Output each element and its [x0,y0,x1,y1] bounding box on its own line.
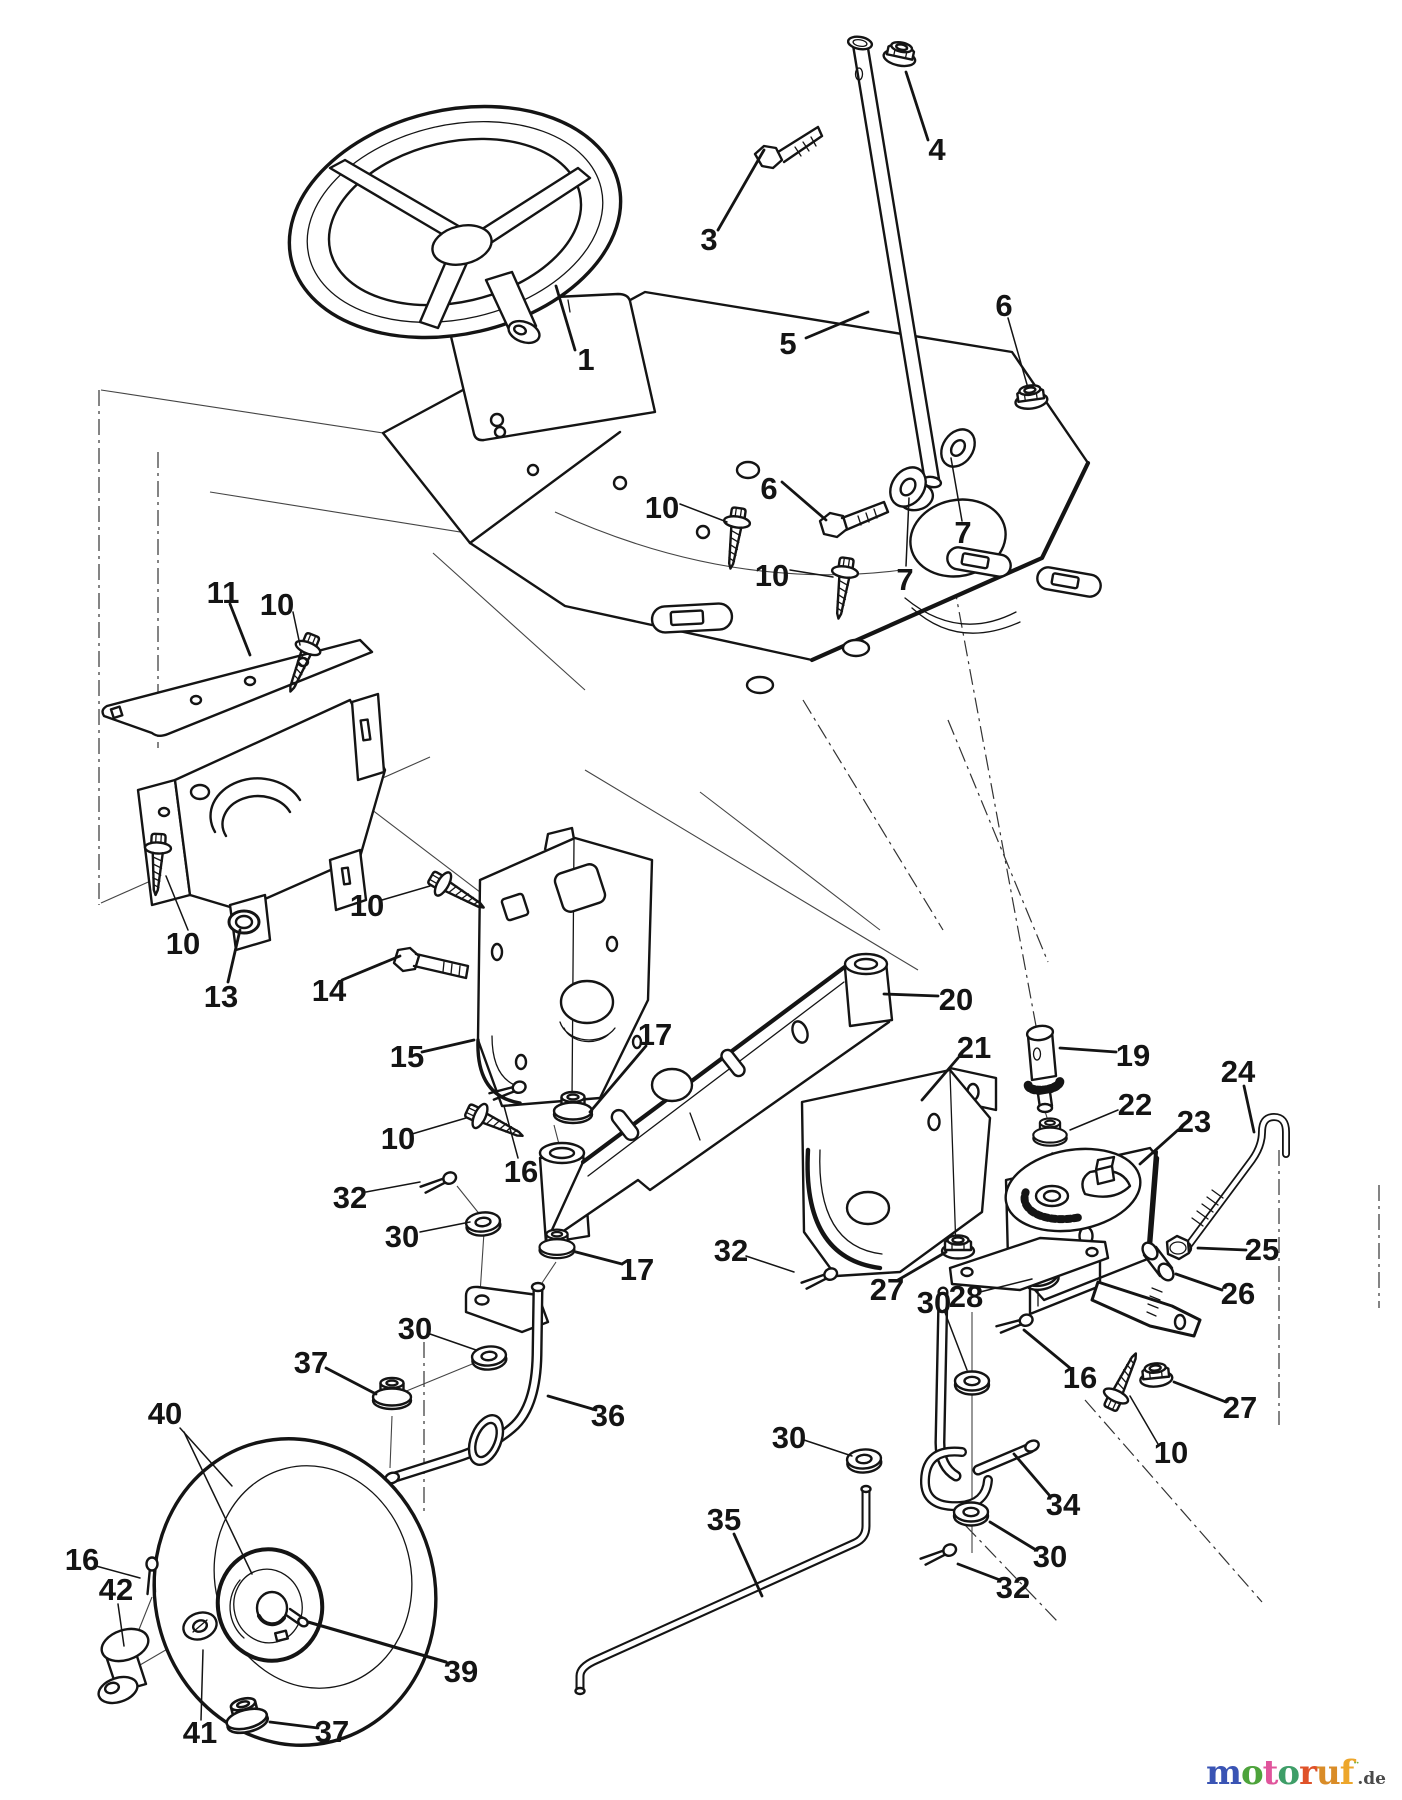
support-bracket-11 [101,638,374,737]
shaft-washer-7-upper [940,428,976,468]
flange-nut-27-b [1137,1360,1175,1390]
washer-30-e [470,1343,509,1373]
steering-pinion-19 [1023,1024,1065,1114]
leader-lines [95,70,1256,1730]
steering-wheel [287,104,623,345]
hub-cap-42 [97,1627,150,1705]
shaft-nut-4 [880,38,920,70]
washer-30-c [953,1370,991,1396]
valve-stem-39 [284,1607,309,1628]
frame-console [381,290,1102,695]
gear-bushing-22 [1032,1117,1068,1147]
support-bracket-15 [476,826,654,1108]
washer-30-d [952,1501,990,1527]
cotter-pin-32-c [918,1541,960,1569]
shaft-bolt-3 [753,125,824,170]
watermark-logo: motoruf¨.de [1206,1756,1386,1790]
shaft-washer-7-lower [889,466,927,508]
cotter-pin-32-a [418,1169,460,1197]
wheel-bushing-37-a [371,1376,413,1411]
watermark-letter: r [1299,1753,1317,1793]
hex-nut-25 [1165,1234,1191,1261]
watermark-letter: f [1339,1753,1355,1793]
axle-washer-41 [182,1611,218,1641]
carriage-bolt-14 [392,946,470,980]
front-wheel-40 [152,1437,438,1747]
watermark-letter: t [1262,1753,1279,1793]
axle-bracket-21 [800,1066,998,1278]
sector-gear-plate-23 [1004,1147,1142,1233]
front-axle-20 [538,952,894,1245]
watermark-letter: o [1240,1753,1264,1793]
watermark-letter: m [1206,1753,1242,1793]
spindle-34 [920,1236,1110,1512]
tie-rod-35 [574,1484,872,1696]
drag-link-24 [1181,1113,1290,1255]
spindle-36 [384,1281,550,1485]
watermark-letter: ¨ [1353,1760,1359,1775]
flange-nut-27-a [940,1234,976,1260]
spacer-26 [1141,1241,1175,1317]
cotter-pin-32-b [799,1265,841,1293]
steering-shaft [846,35,943,489]
watermark-letter: u [1316,1753,1341,1793]
washer-30-a [463,1209,503,1239]
watermark-word: motoruf¨ [1206,1753,1359,1793]
watermark-suffix: .de [1357,1769,1386,1789]
washer-30-b [845,1447,884,1475]
watermark-letter: o [1277,1753,1300,1793]
axle-bracket-13 [136,692,387,952]
